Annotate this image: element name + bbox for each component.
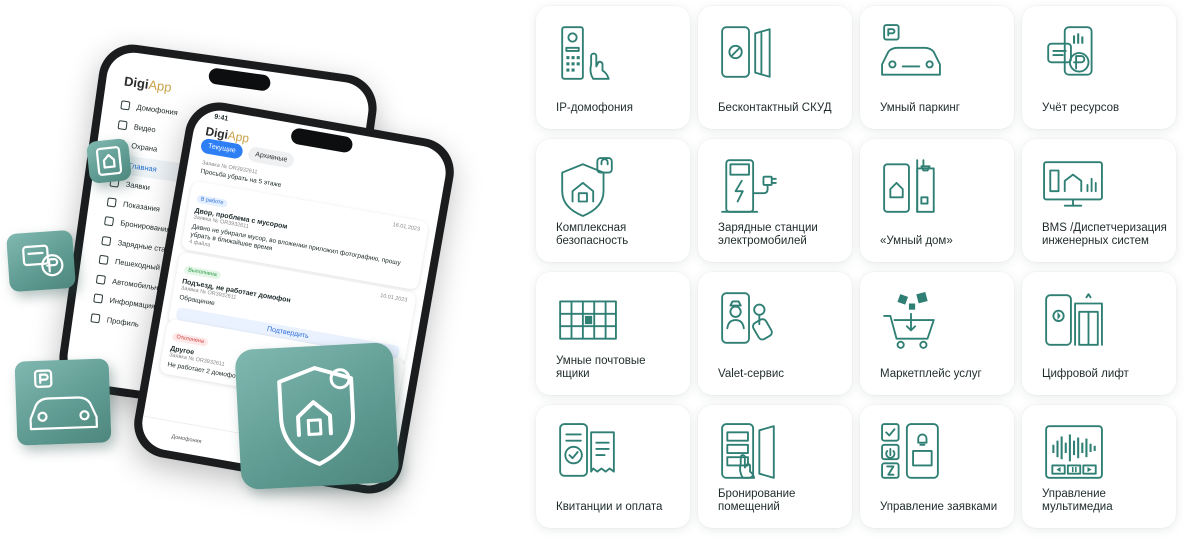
feature-label: Квитанции и оплата [556,501,663,513]
menu-item-label: Показания [122,199,161,214]
feature-label: Умный паркинг [880,102,960,114]
feature-label: BMS /Диспетчеризация инженерных систем [1042,222,1167,247]
feature-label: Цифровой лифт [1042,368,1129,380]
feature-label: «Умный дом» [880,235,953,247]
feature-card-15[interactable]: Управление заявками [860,405,1014,528]
smart-home-icon [95,146,123,176]
menu-item-label: Главная [127,160,158,174]
security-shield-icon [556,155,618,217]
feature-card-8[interactable]: BMS /Диспетчеризация инженерных систем [1022,139,1176,262]
tile-parking [14,358,112,446]
feature-grid: IP-домофония Бесконтактный СКУД Умный парк… [536,6,1176,528]
elevator-icon [1042,288,1104,350]
menu-icon [103,216,115,227]
parking-car-icon [29,369,98,431]
request-management-icon [880,421,942,483]
feature-label: Бронирование помещений [718,488,796,513]
tile-smart-home [85,137,133,185]
phone-notch [289,127,354,154]
menu-item-label: Домофония [136,102,179,118]
menu-icon [117,119,128,131]
feature-card-4[interactable]: Учёт ресурсов [1022,6,1176,129]
tab-archive[interactable]: Архивные [247,145,296,169]
feature-card-7[interactable]: «Умный дом» [860,139,1014,262]
feature-card-3[interactable]: Умный паркинг [860,6,1014,129]
feature-label: IP-домофония [556,102,633,114]
menu-icon [93,293,104,304]
ev-charger-icon [718,155,780,217]
feature-label: Учёт ресурсов [1042,102,1120,114]
meter-ruble-icon [1042,22,1104,84]
room-booking-icon [718,421,780,483]
menu-item-label: Профиль [106,315,140,329]
app-logo: DigiApp [123,73,173,96]
request-date: 16.01.2023 [392,222,421,233]
menu-item-label: Бронирования [119,218,171,235]
shopping-cart-icon [880,288,942,350]
intercom-icon [556,22,618,84]
feature-label: Управление мультимедиа [1042,488,1113,513]
feature-card-2[interactable]: Бесконтактный СКУД [698,6,852,129]
parking-car-icon [880,22,942,84]
monitor-bms-icon [1042,155,1104,217]
tabbar-item-1[interactable]: Домофония [171,433,202,445]
mailboxes-icon [556,288,618,350]
status-badge: Выполнена [183,265,222,280]
menu-item-label: Заявки [125,179,151,193]
tile-security [234,341,400,491]
feature-label: Умные почтовые ящики [556,355,646,380]
status-badge: Отклонена [171,332,209,347]
feature-label: Зарядные станции электромобилей [718,222,818,247]
feature-card-9[interactable]: Умные почтовые ящики [536,272,690,395]
feature-card-5[interactable]: Комплексная безопасность [536,139,690,262]
feature-label: Valet-сервис [718,368,785,380]
receipt-payment-icon [556,421,618,483]
security-shield-icon [277,366,355,466]
feature-card-14[interactable]: Бронирование помещений [698,405,852,528]
feature-label: Комплексная безопасность [556,222,629,247]
feature-card-11[interactable]: Маркетплейс услуг [860,272,1014,395]
menu-icon [106,197,117,208]
menu-icon [95,274,106,285]
valet-key-icon [718,288,780,350]
status-time: 9:41 [213,113,229,123]
feature-label: Маркетплейс услуг [880,368,982,380]
feature-card-1[interactable]: IP-домофония [536,6,690,129]
feature-label: Управление заявками [880,501,998,513]
menu-icon [101,235,112,246]
meter-ruble-icon [22,244,64,277]
access-control-icon [718,22,780,84]
phone-notch [207,67,272,92]
smart-home-icon [880,155,942,217]
request-date: 10.01.2023 [379,292,408,304]
feature-label: Бесконтактный СКУД [718,102,832,114]
feature-card-10[interactable]: Valet-сервис [698,272,852,395]
status-badge: В работе [196,194,228,208]
tile-meter [6,229,76,293]
menu-item-label: Охрана [130,141,158,154]
feature-card-12[interactable]: Цифровой лифт [1022,272,1176,395]
menu-icon [98,255,109,266]
feature-card-6[interactable]: Зарядные станции электромобилей [698,139,852,262]
feature-card-16[interactable]: Управление мультимедиа [1022,405,1176,528]
multimedia-icon [1042,421,1104,483]
menu-icon [90,312,101,324]
menu-item-label: Видео [133,122,157,135]
feature-card-13[interactable]: Квитанции и оплата [536,405,690,528]
menu-icon [120,100,131,111]
